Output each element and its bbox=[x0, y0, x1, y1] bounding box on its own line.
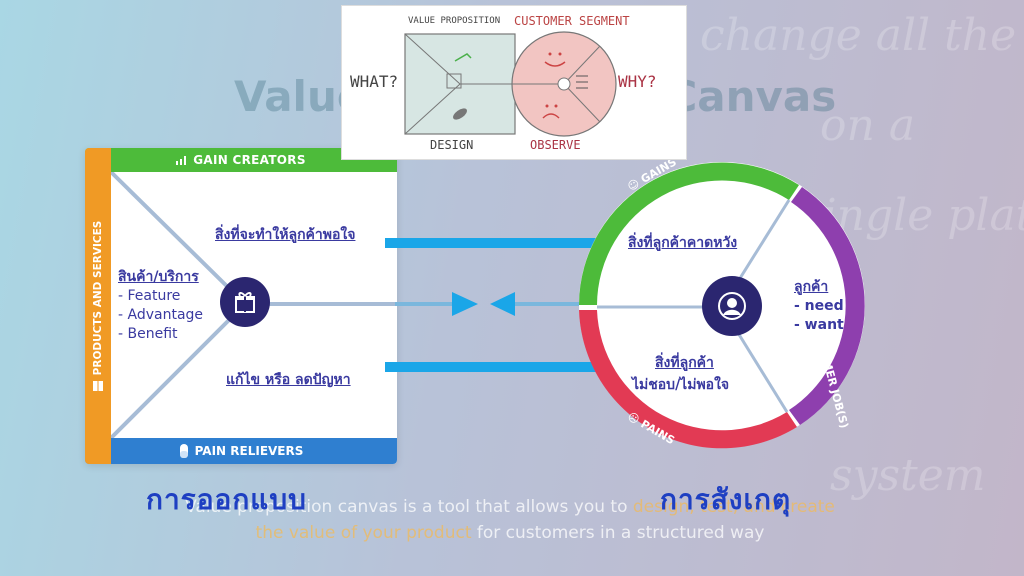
pain-relievers-text: แก้ไข หรือ ลดปัญหา bbox=[226, 372, 351, 388]
observe-label: การสังเกตุ bbox=[660, 483, 792, 516]
pain-relievers-label: PAIN RELIEVERS bbox=[194, 444, 304, 458]
pains-sub: ไม่ชอบ/ไม่พอใจ bbox=[632, 377, 730, 393]
products-list: สินค้า/บริการ - Feature - Advantage - Be… bbox=[118, 268, 203, 344]
customer-avatar-icon bbox=[702, 276, 762, 336]
customer-item: - need bbox=[794, 298, 844, 314]
products-head: สินค้า/บริการ bbox=[118, 269, 199, 285]
background-caption: Value proposition canvas is a tool that … bbox=[185, 497, 835, 543]
pains-head: สิ่งที่ลูกค้า bbox=[655, 355, 714, 371]
products-services-bar: PRODUCTS AND SERVICES bbox=[85, 148, 111, 464]
pains-ring bbox=[579, 310, 797, 449]
design-label: การออกแบบ bbox=[146, 483, 307, 516]
value-map-dividers bbox=[109, 170, 397, 440]
inset-design: DESIGN bbox=[430, 138, 474, 152]
customer-item: - want bbox=[794, 317, 844, 333]
customer-list: ลูกค้า - need - want bbox=[794, 278, 844, 335]
pain-relievers-bar: PAIN RELIEVERS bbox=[85, 438, 397, 464]
products-item: - Benefit bbox=[118, 326, 178, 342]
gift-icon bbox=[220, 277, 270, 327]
background-scribble: on a bbox=[820, 100, 916, 151]
customer-head: ลูกค้า bbox=[794, 279, 829, 295]
canvas-sketch-inset: VALUE PROPOSITION CUSTOMER SEGMENT WHAT?… bbox=[341, 5, 687, 160]
bar-chart-icon bbox=[176, 156, 187, 165]
sketch-drawing bbox=[404, 31, 617, 137]
inset-observe: OBSERVE bbox=[530, 138, 581, 152]
products-item: - Advantage bbox=[118, 307, 204, 323]
background-scribble: change all the bbox=[700, 10, 1017, 61]
pill-icon bbox=[179, 444, 188, 458]
jobs-ring bbox=[789, 187, 865, 425]
gain-creators-text: สิ่งที่จะทำให้ลูกค้าพอใจ bbox=[215, 227, 356, 243]
gain-creators-label: GAIN CREATORS bbox=[193, 153, 306, 167]
gains-text: สิ่งที่ลูกค้าคาดหวัง bbox=[628, 235, 738, 251]
inset-value-proposition: VALUE PROPOSITION bbox=[408, 16, 501, 26]
products-item: - Feature bbox=[118, 288, 181, 304]
gains-ring bbox=[579, 162, 799, 305]
inset-customer-segment: CUSTOMER SEGMENT bbox=[514, 14, 630, 28]
box-icon bbox=[93, 381, 103, 392]
background-scribble: system bbox=[830, 450, 986, 501]
center-right-arrow bbox=[395, 292, 478, 316]
inset-what: WHAT? bbox=[350, 72, 399, 91]
inset-why: WHY? bbox=[618, 72, 657, 91]
